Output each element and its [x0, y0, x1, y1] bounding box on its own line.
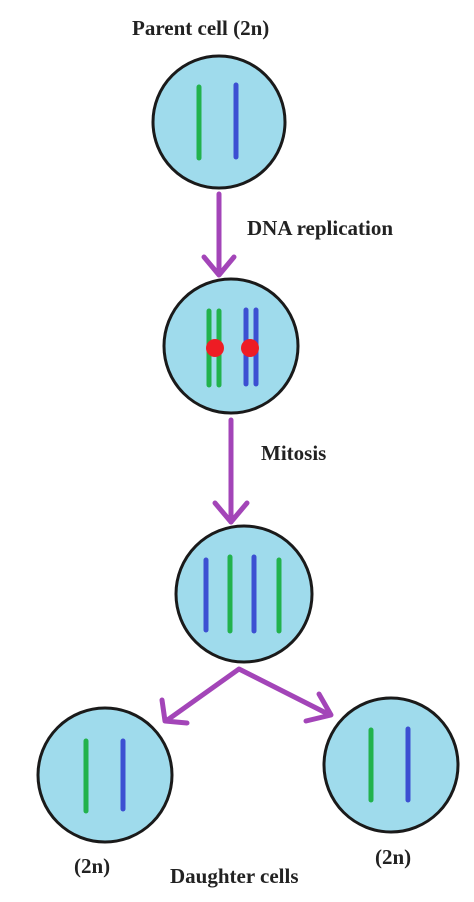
arrow-split	[159, 666, 334, 726]
daughter-cells-label: Daughter cells	[170, 864, 299, 888]
daughter-left-ploidy-label: (2n)	[74, 854, 111, 878]
daughter-cell-right-body	[322, 696, 460, 834]
daughter-cell-left-body	[36, 706, 174, 844]
mitosis-label: Mitosis	[261, 441, 327, 465]
parent-cell-body	[151, 54, 287, 190]
parent-cell	[151, 54, 287, 190]
dna-replication-label: DNA replication	[247, 216, 394, 240]
centromere-green	[206, 339, 224, 357]
replicated-cell	[162, 277, 300, 415]
daughter-cell-right	[322, 696, 460, 834]
arrow-dna-replication	[201, 191, 237, 278]
arrow-mitosis	[212, 417, 250, 525]
daughter-right-ploidy-label: (2n)	[375, 845, 412, 869]
daughter-cell-left	[36, 706, 174, 844]
dividing-cell	[174, 524, 314, 664]
dividing-cell-body	[174, 524, 314, 664]
replicated-cell-body	[162, 277, 300, 415]
parent-cell-label: Parent cell (2n)	[132, 16, 270, 40]
centromere-blue	[241, 339, 259, 357]
